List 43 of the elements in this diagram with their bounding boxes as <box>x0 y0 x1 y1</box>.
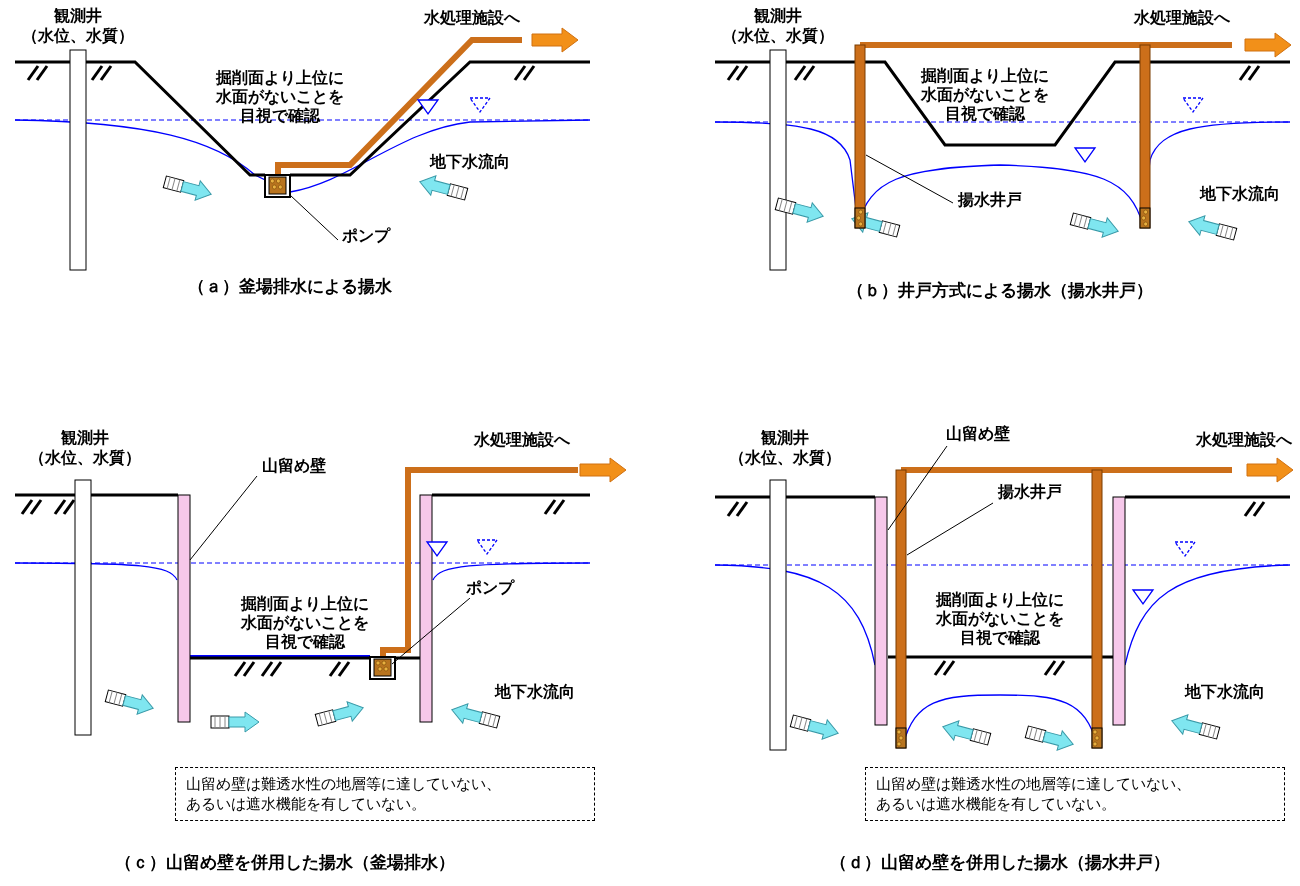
part-label: 揚水井戸 <box>958 190 1022 210</box>
part-label: 山留め壁 <box>262 456 326 476</box>
well-label: 観測井 <box>53 6 103 26</box>
well-label: （水位、水質） <box>28 448 142 468</box>
well-label: 観測井 <box>760 428 810 448</box>
pumping-well <box>895 469 907 749</box>
pump <box>264 174 291 198</box>
part-label: 揚水井戸 <box>998 482 1062 502</box>
figure-caption: （ｄ）山留め壁を併用した揚水（揚水井戸） <box>829 852 1171 872</box>
well-label: 観測井 <box>60 428 110 448</box>
part-label: ポンプ <box>342 226 390 246</box>
destination-label: 水処理施設へ <box>1134 8 1230 28</box>
figure-caption: （ａ）釜場排水による揚水 <box>187 276 393 296</box>
leader-line <box>189 475 258 561</box>
leader-line <box>865 154 954 204</box>
note-box: 山留め壁は難透水性の地層等に達していない、あるいは遮水機能を有していない。 <box>175 767 595 821</box>
leader-line <box>906 502 994 556</box>
destination-label: 水処理施設へ <box>424 8 520 28</box>
pumping-well <box>854 44 866 229</box>
destination-label: 水処理施設へ <box>1196 430 1292 450</box>
well-label: （水位、水質） <box>728 448 842 468</box>
destination-label: 水処理施設へ <box>474 430 570 450</box>
figure-caption: （ｂ）井戸方式による揚水（揚水井戸） <box>846 280 1154 300</box>
flow-label: 地下水流向 <box>1185 682 1265 702</box>
part-label: 山留め壁 <box>946 424 1010 444</box>
flow-label: 地下水流向 <box>1200 184 1280 204</box>
retaining-wall <box>177 494 191 723</box>
flow-label: 地下水流向 <box>430 152 510 172</box>
well-label: 観測井 <box>753 6 803 26</box>
figure-caption: （ｃ）山留め壁を併用した揚水（釜場排水） <box>114 852 456 872</box>
retaining-wall <box>874 496 888 726</box>
pump <box>369 656 396 680</box>
well-label: （水位、水質） <box>21 26 135 46</box>
flow-label: 地下水流向 <box>495 682 575 702</box>
note-text: 掘削面より上位に水面がないことを目視で確認 <box>239 594 370 651</box>
note-text: 掘削面より上位に水面がないことを目視で確認 <box>214 68 345 125</box>
leader-line <box>289 194 339 241</box>
part-label: ポンプ <box>466 578 514 598</box>
note-box: 山留め壁は難透水性の地層等に達していない、あるいは遮水機能を有していない。 <box>865 767 1285 821</box>
well-label: （水位、水質） <box>721 26 835 46</box>
note-text: 掘削面より上位に水面がないことを目視で確認 <box>919 66 1050 123</box>
leader-line <box>391 597 471 665</box>
note-text: 掘削面より上位に水面がないことを目視で確認 <box>934 590 1065 647</box>
